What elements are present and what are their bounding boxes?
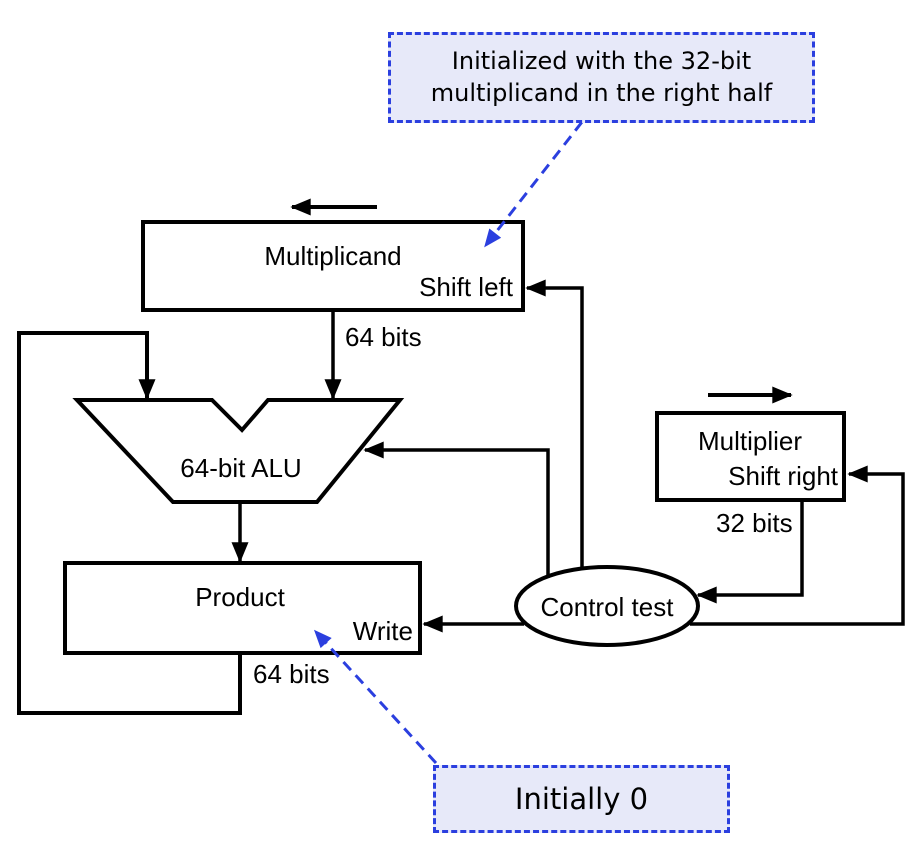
alu-label: 64-bit ALU xyxy=(180,453,301,483)
control-test-ellipse xyxy=(514,565,700,647)
callout-bottom-arrow xyxy=(313,629,438,765)
callout-top-arrow xyxy=(484,121,584,248)
product-register-box xyxy=(63,561,422,655)
multiplier-label: Multiplier xyxy=(698,426,802,456)
callout-initialized-line1: Initialized with the 32-bit xyxy=(451,46,752,75)
alu-shape xyxy=(72,398,405,504)
multiplier-to-control-line xyxy=(696,500,804,604)
write-label: Write xyxy=(353,616,413,646)
multiplier-register-box xyxy=(655,411,846,502)
control-to-shift-right-line xyxy=(690,465,905,626)
multiplicand-label: Multiplicand xyxy=(264,241,401,271)
multiplier-bus-width-label: 32 bits xyxy=(716,508,793,538)
control-to-alu-line xyxy=(363,441,550,578)
callout-initialized-line2: multiplicand in the right half xyxy=(430,78,773,107)
callout-initially-zero: Initially 0 xyxy=(433,765,730,833)
product-feedback-loop-line xyxy=(17,331,242,715)
callout-initialized: Initialized with the 32-bit multiplicand… xyxy=(388,32,815,123)
multiplicand-bus-width-label: 64 bits xyxy=(345,322,422,352)
shift-left-label: Shift left xyxy=(419,272,514,302)
product-label: Product xyxy=(195,582,285,612)
control-to-shift-left-line xyxy=(525,279,584,570)
control-test-label: Control test xyxy=(541,592,675,622)
multiplicand-register-box xyxy=(141,220,525,312)
callout-initially-zero-text: Initially 0 xyxy=(514,782,649,816)
product-bus-width-label: 64 bits xyxy=(253,659,330,689)
shift-right-label: Shift right xyxy=(728,461,839,491)
